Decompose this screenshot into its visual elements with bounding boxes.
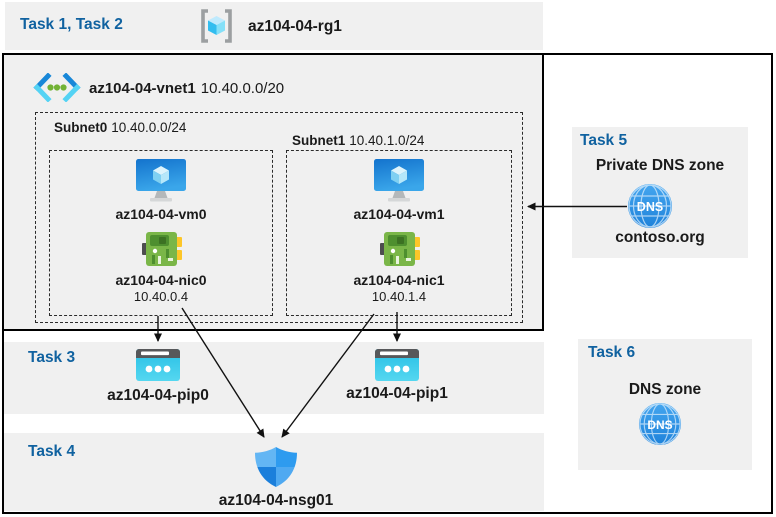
- task-6-label: Task 6: [588, 344, 636, 361]
- vnet-name: az104-04-vnet1: [89, 80, 196, 97]
- svg-text:DNS: DNS: [647, 418, 672, 432]
- vnet-cidr: 10.40.0.0/20: [200, 80, 285, 97]
- private-dns-zone-name: contoso.org: [615, 229, 705, 246]
- dns-globe-icon: DNS: [638, 402, 682, 446]
- task-3-band: [4, 342, 544, 414]
- resource-group-name: az104-04-rg1: [248, 18, 342, 35]
- virtual-network-icon: [33, 73, 81, 102]
- private-dns-zone-title: Private DNS zone: [595, 157, 725, 174]
- task-3-label: Task 3: [28, 349, 76, 366]
- vm0-label: az104-04-vm0: [115, 206, 207, 222]
- nic0-ip: 10.40.0.4: [133, 289, 189, 304]
- dns-zone-title: DNS zone: [628, 381, 702, 398]
- task-1-2-band: [5, 2, 543, 50]
- subnets-group-box: [35, 112, 523, 323]
- pip0-icon: [135, 348, 181, 382]
- nsg-shield-icon: [253, 446, 299, 488]
- nic1-label: az104-04-nic1: [353, 272, 445, 288]
- svg-text:DNS: DNS: [637, 200, 663, 214]
- task-4-label: Task 4: [28, 443, 76, 460]
- pip0-label: az104-04-pip0: [107, 387, 209, 404]
- task-5-label: Task 5: [580, 132, 628, 149]
- private-dns-globe-icon: DNS: [627, 183, 673, 229]
- vm1-label: az104-04-vm1: [353, 206, 445, 222]
- pip1-icon: [374, 348, 420, 382]
- vm0-icon: [132, 159, 190, 203]
- nic0-icon: [142, 230, 182, 268]
- subnet0-box: [49, 150, 273, 316]
- nic0-label: az104-04-nic0: [115, 272, 207, 288]
- resource-group-icon: [198, 8, 235, 44]
- vm1-icon: [370, 159, 428, 203]
- pip1-label: az104-04-pip1: [346, 385, 448, 402]
- nic1-icon: [380, 230, 420, 268]
- nic1-ip: 10.40.1.4: [371, 289, 427, 304]
- subnet1-box: [286, 150, 512, 316]
- nsg-label: az104-04-nsg01: [218, 492, 334, 509]
- vnet-box: [2, 53, 544, 331]
- task-1-2-label: Task 1, Task 2: [20, 16, 123, 33]
